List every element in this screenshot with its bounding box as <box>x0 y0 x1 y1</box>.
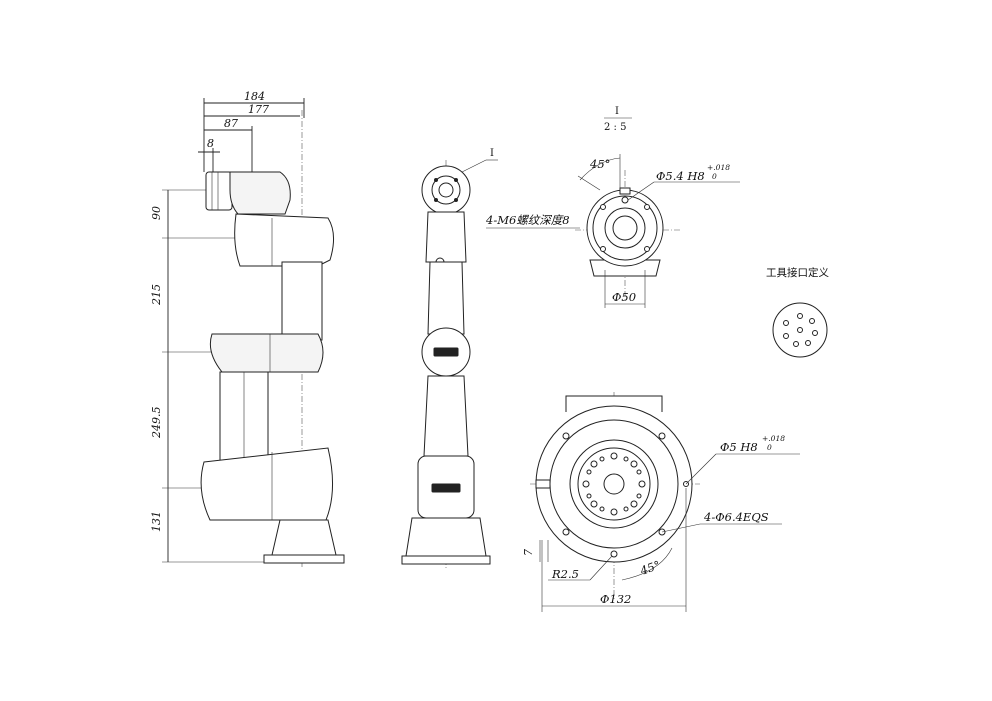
flange-tol-lower: 0 <box>712 172 717 181</box>
connector-title: 工具接口定义 <box>766 266 829 279</box>
dim-90: 90 <box>150 206 163 220</box>
dim-215: 215 <box>150 284 163 306</box>
scale-label-bottom: 2 : 5 <box>604 122 626 133</box>
base-plate-side <box>263 554 345 564</box>
base-hole-label: Φ5 H8 <box>720 440 758 454</box>
wrist3-side <box>229 171 291 215</box>
tool-flange-detail: I 2 : 5 45° Φ5.4 H8 +.018 0 Φ50 <box>575 106 740 308</box>
dim-87: 87 <box>224 117 238 130</box>
thread-note: 4-M6螺纹深度8 <box>485 213 570 227</box>
base-radius: R2.5 <box>551 567 579 581</box>
detail-marker: I <box>490 148 494 159</box>
flange-tol-upper: +.018 <box>707 163 730 172</box>
dim-184: 184 <box>244 90 265 103</box>
wrist2-side <box>234 213 334 267</box>
base-view: Φ5 H8 +.018 0 4-Φ6.4EQS 7 R2.5 45° Φ132 <box>522 392 800 612</box>
flange-diameter: Φ50 <box>612 290 636 304</box>
tool-flange-side <box>205 171 233 211</box>
dim-131: 131 <box>150 511 163 532</box>
base-angle: 45° <box>637 558 662 578</box>
connector-pinout: 工具接口定义 <box>766 266 829 358</box>
base-tol-lower: 0 <box>767 443 772 452</box>
base-offset: 7 <box>522 549 535 556</box>
upper-link-side <box>281 261 323 341</box>
side-view: 184 177 87 8 90 215 249.5 131 <box>150 90 345 568</box>
dim-8: 8 <box>207 137 214 150</box>
dim-249-5: 249.5 <box>150 407 163 440</box>
base-tol-upper: +.018 <box>762 434 785 443</box>
flange-angle: 45° <box>589 157 610 171</box>
dim-177: 177 <box>248 103 269 116</box>
base-bolt-label: 4-Φ6.4EQS <box>703 510 769 524</box>
base-column-side <box>271 519 337 556</box>
front-view: I 4-M6螺纹深度8 <box>401 148 580 568</box>
scale-label-top: I <box>615 106 619 117</box>
base-diameter: Φ132 <box>600 592 631 606</box>
elbow-side <box>209 333 324 373</box>
flange-hole-label: Φ5.4 H8 <box>656 169 705 183</box>
